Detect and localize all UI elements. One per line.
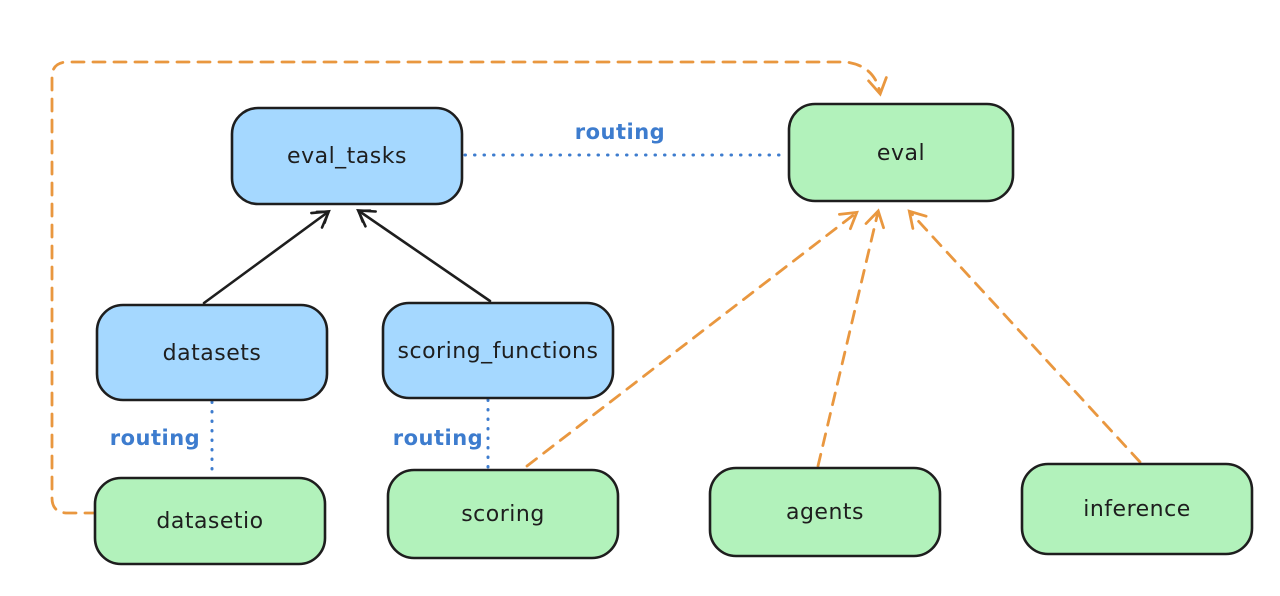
- edge-agents-to-eval: [816, 208, 885, 468]
- node-agents-label: agents: [786, 500, 864, 525]
- node-eval: eval: [787, 102, 1015, 203]
- edge-inference-to-eval: [907, 209, 1142, 464]
- node-datasetio: datasetio: [93, 476, 327, 566]
- routing-label-eval: routing: [575, 120, 665, 144]
- node-scoring: scoring: [386, 468, 620, 560]
- node-eval-tasks-label: eval_tasks: [287, 144, 407, 169]
- node-datasets: datasets: [95, 303, 329, 402]
- node-eval-tasks: eval_tasks: [230, 106, 464, 206]
- node-inference-label: inference: [1083, 497, 1191, 522]
- edge-scoring-to-eval: [525, 210, 859, 468]
- node-eval-label: eval: [877, 141, 925, 166]
- routing-label-scoring: routing: [393, 426, 483, 450]
- node-inference: inference: [1020, 462, 1254, 556]
- node-datasetio-label: datasetio: [156, 509, 263, 534]
- node-scoring-functions: scoring_functions: [381, 301, 615, 400]
- node-agents: agents: [708, 466, 942, 558]
- node-scoring-functions-label: scoring_functions: [398, 339, 599, 364]
- routing-label-datasetio: routing: [110, 426, 200, 450]
- edge-datasetio-to-eval: [50, 60, 888, 515]
- edge-scoring-functions-to-eval-tasks: [356, 209, 492, 303]
- edge-datasets-to-eval-tasks: [202, 209, 331, 305]
- node-scoring-label: scoring: [461, 502, 545, 527]
- node-datasets-label: datasets: [163, 341, 262, 366]
